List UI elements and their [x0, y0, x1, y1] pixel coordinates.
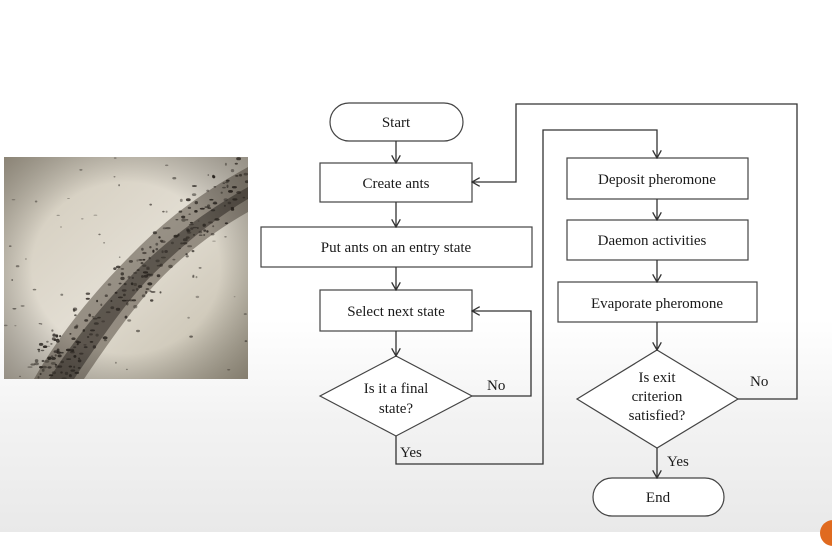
select-next-state-label: Select next state: [347, 304, 445, 320]
deposit-pheromone-label: Deposit pheromone: [598, 172, 716, 188]
deposit-pheromone-node: Deposit pheromone: [567, 158, 748, 199]
end-label: End: [646, 490, 671, 506]
exit-criterion-line2: criterion: [632, 389, 683, 405]
final-state-question-line1: Is it a final: [364, 381, 429, 397]
exit-criterion-line3: satisfied?: [629, 408, 686, 424]
exit-criterion-decision: Is exit criterion satisfied?: [577, 350, 738, 448]
final-state-question-line2: state?: [379, 401, 413, 417]
exit-criterion-line1: Is exit: [638, 370, 676, 386]
exit-criterion-no-label: No: [750, 374, 768, 390]
exit-criterion-yes-label: Yes: [667, 454, 689, 470]
put-ants-label: Put ants on an entry state: [321, 240, 472, 256]
final-state-no-label: No: [487, 378, 505, 394]
evaporate-pheromone-label: Evaporate pheromone: [591, 296, 723, 312]
select-next-state-node: Select next state: [320, 290, 472, 331]
daemon-activities-label: Daemon activities: [598, 233, 707, 249]
put-ants-node: Put ants on an entry state: [261, 227, 532, 267]
final-state-yes-label: Yes: [400, 445, 422, 461]
create-ants-node: Create ants: [320, 163, 472, 202]
end-node: End: [593, 478, 724, 516]
ant-colony-flowchart: Start Create ants Put ants on an entry s…: [0, 0, 832, 532]
start-label: Start: [382, 115, 411, 131]
create-ants-label: Create ants: [362, 176, 429, 192]
evaporate-pheromone-node: Evaporate pheromone: [558, 282, 757, 322]
start-node: Start: [330, 103, 463, 141]
final-state-decision: Is it a final state?: [320, 356, 472, 436]
daemon-activities-node: Daemon activities: [567, 220, 748, 260]
